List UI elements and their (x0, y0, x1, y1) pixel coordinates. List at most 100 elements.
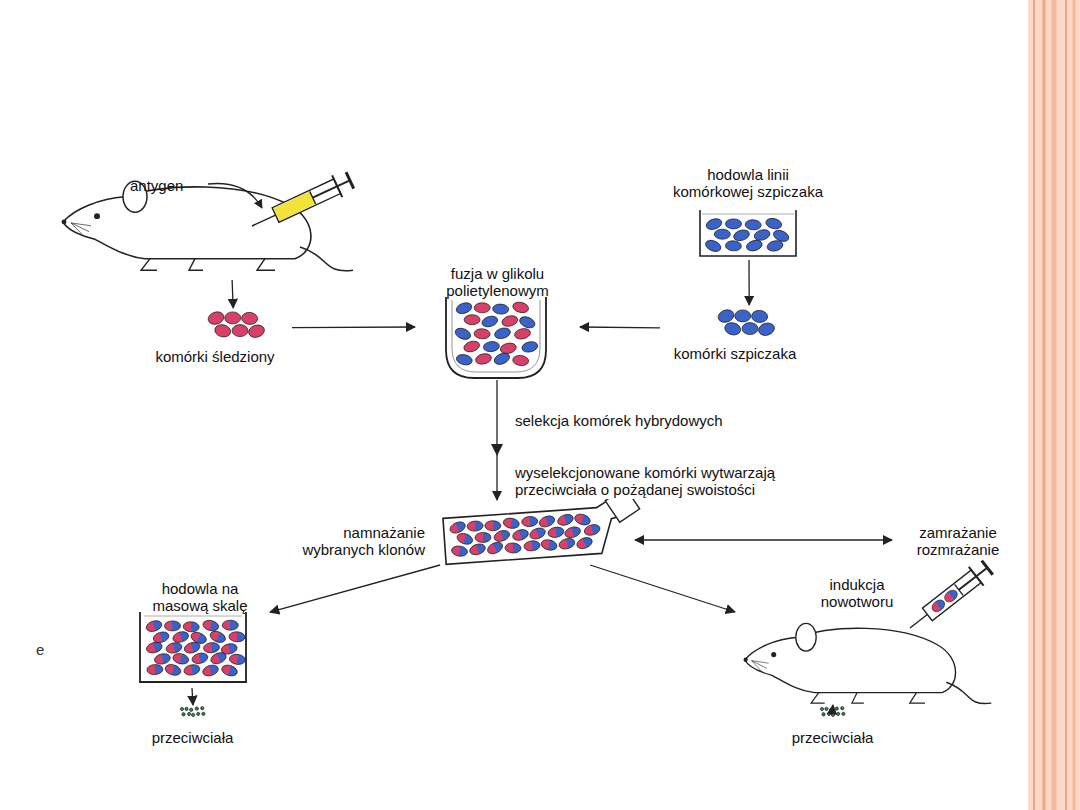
cell (206, 310, 225, 327)
cell (232, 325, 248, 337)
cell (514, 327, 532, 340)
cell (153, 652, 171, 665)
flow-arrow (832, 705, 833, 715)
cell (583, 523, 601, 537)
cell (714, 229, 730, 239)
cell (493, 326, 511, 340)
diagram-node: namnażanie wybranych klonów (270, 500, 635, 565)
node-text: komórki śledziony (140, 348, 290, 365)
cell (501, 314, 519, 328)
cell (836, 712, 840, 716)
myeloma-cells (716, 308, 775, 337)
cell (172, 630, 190, 644)
antigen-syringe (272, 179, 340, 222)
mouse-donor (62, 181, 354, 270)
culture-dish (700, 210, 796, 256)
cell (191, 713, 195, 717)
antibody-dots (180, 707, 205, 717)
slide-border (1052, 0, 1057, 810)
cell (528, 526, 547, 541)
node-text: zamrażanie rozmrażanie (896, 524, 1020, 559)
antigen-syringe (274, 191, 316, 221)
cell (463, 339, 481, 353)
slide-border (1043, 0, 1046, 810)
antigen-syringe (313, 180, 350, 197)
fusion-tube (446, 297, 546, 378)
cell (558, 537, 576, 551)
flow-arrow (192, 688, 193, 705)
cell (474, 303, 490, 313)
slide-border (1028, 0, 1080, 810)
flow-arrow (232, 280, 233, 308)
cell (164, 663, 182, 677)
diagram-node: komórki śledziony (140, 308, 292, 368)
cell (147, 664, 164, 675)
cell (505, 543, 522, 554)
hybridoma-syringe (930, 598, 947, 614)
antigen-syringe (252, 215, 276, 226)
cell (547, 526, 565, 539)
cell (183, 663, 201, 676)
cell (474, 328, 491, 339)
cell (183, 641, 201, 655)
hybridoma-cells (448, 510, 602, 559)
cell (842, 712, 845, 715)
flow-arrow (580, 326, 660, 328)
mass-culture-vessel (144, 616, 242, 617)
cell (822, 712, 826, 716)
cell (203, 642, 220, 654)
cell (213, 323, 231, 339)
cell (196, 712, 200, 716)
slide-border (1073, 0, 1076, 810)
cell (732, 228, 750, 242)
cell (185, 707, 188, 710)
stray-letter: e (36, 641, 52, 658)
cell (225, 312, 241, 324)
cell (523, 540, 540, 552)
cell (751, 310, 768, 323)
cell (202, 619, 220, 633)
cell (704, 238, 723, 253)
culture-flask (442, 495, 633, 564)
cell (820, 707, 824, 711)
antigen-syringe (332, 175, 342, 197)
cell (835, 707, 839, 711)
node-text: przeciwciała (770, 729, 895, 746)
cell (247, 323, 266, 339)
cell (742, 323, 758, 335)
cell (521, 340, 539, 353)
cell (483, 341, 500, 353)
step-note: wyselekcjonowane komórki wytwarzają prze… (513, 464, 817, 499)
node-text: indukcja nowotworu (807, 576, 907, 611)
cell (195, 707, 199, 711)
hybridoma-syringe (982, 561, 993, 575)
mixed-cells (454, 301, 539, 367)
cell (189, 708, 192, 711)
cell (451, 545, 468, 557)
flow-arrow (292, 326, 415, 328)
cell (481, 314, 499, 328)
cell (182, 712, 186, 716)
flow-arrow (635, 539, 892, 540)
cell (165, 621, 181, 631)
cell (503, 517, 520, 530)
cell (499, 342, 517, 355)
cell (191, 652, 209, 666)
cell (723, 321, 741, 337)
cell (486, 540, 505, 556)
cell (145, 641, 163, 655)
antigen-syringe (346, 172, 354, 188)
cell (766, 239, 784, 252)
cell (220, 663, 238, 677)
hybridoma-cells (145, 619, 246, 678)
cell (241, 312, 258, 325)
cell (493, 351, 512, 366)
cell (183, 621, 200, 632)
fusion-tube (446, 297, 546, 378)
node-text: antygen (130, 177, 210, 194)
cell (512, 355, 529, 367)
node-text: fuzja w glikolu polietylenowym (420, 265, 575, 300)
cell (209, 650, 228, 665)
node-text: namnażanie wybranych klonów (295, 524, 425, 559)
